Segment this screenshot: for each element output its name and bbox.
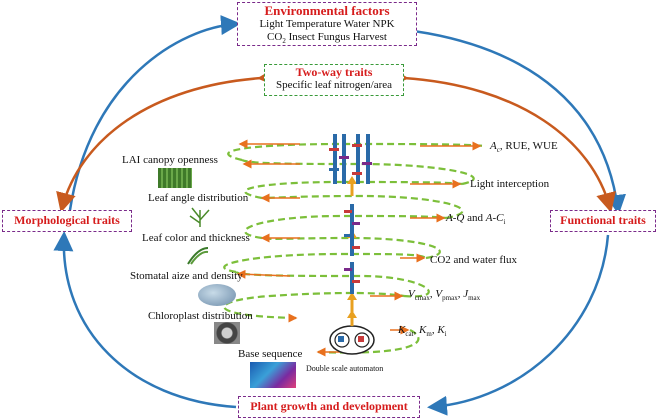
morphological-traits-title: Morphological traits (14, 213, 120, 227)
blue-arrow-functional-to-growth (427, 234, 610, 416)
automaton-label: Double scale automaton (306, 364, 384, 373)
orange-arrow-right (388, 66, 616, 213)
morphological-traits-box: Morphological traits (2, 210, 132, 232)
base-sequence-image (250, 362, 296, 388)
lai-canopy-image (158, 168, 192, 188)
label-light-interception: Light interception (470, 178, 550, 190)
automaton-icon (329, 310, 375, 355)
label-kcat: Kcat, Km, Ki (398, 324, 447, 339)
co2-text: CO (267, 31, 283, 43)
environmental-factors-rest: Insect Fungus Harvest (285, 31, 387, 43)
bar-column-middle (344, 204, 360, 294)
plant-growth-box: Plant growth and development (238, 396, 420, 418)
bar-cluster-top (329, 134, 372, 184)
label-stomatal: Stomatal aize and density (130, 270, 243, 282)
two-way-traits-box: Two-way traits Specific leaf nitrogen/ar… (264, 64, 404, 96)
environmental-factors-title: Environmental factors (264, 3, 390, 18)
functional-traits-title: Functional traits (560, 213, 646, 227)
co2-subscript: 2 (282, 37, 286, 46)
environmental-factors-line2: CO2 Insect Fungus Harvest (238, 31, 416, 48)
label-leaf-color: Leaf color and thickness (142, 232, 250, 244)
label-vmax: Vcmax, Vpmax, Jmax (408, 288, 481, 303)
leaf-color-image (187, 247, 209, 265)
two-way-traits-title: Two-way traits (295, 65, 373, 79)
leaf-angle-image (189, 207, 210, 227)
functional-traits-box: Functional traits (550, 210, 656, 232)
chloroplast-image (214, 322, 240, 344)
label-lai: LAI canopy openness (122, 154, 218, 166)
environmental-factors-line1: Light Temperature Water NPK (259, 18, 395, 30)
label-ac: Ac, RUE, WUE (490, 140, 558, 155)
blue-arrow-morph-to-env (68, 15, 241, 211)
label-leaf-angle: Leaf angle distribution (148, 192, 249, 204)
label-co2-flux: CO2 and water flux (430, 254, 518, 266)
two-way-traits-subtitle: Specific leaf nitrogen/area (275, 79, 393, 91)
label-base-sequence: Base sequence (238, 348, 303, 360)
orange-arrow-left (56, 66, 278, 213)
plant-growth-title: Plant growth and development (250, 399, 408, 413)
blue-arrow-growth-to-morph (53, 231, 237, 409)
stomatal-image (198, 284, 236, 306)
environmental-factors-box: Environmental factors Light Temperature … (237, 2, 417, 46)
label-aq: A-Q and A-Ci (446, 212, 506, 227)
label-chloroplast: Chloroplast distribution (148, 310, 253, 322)
